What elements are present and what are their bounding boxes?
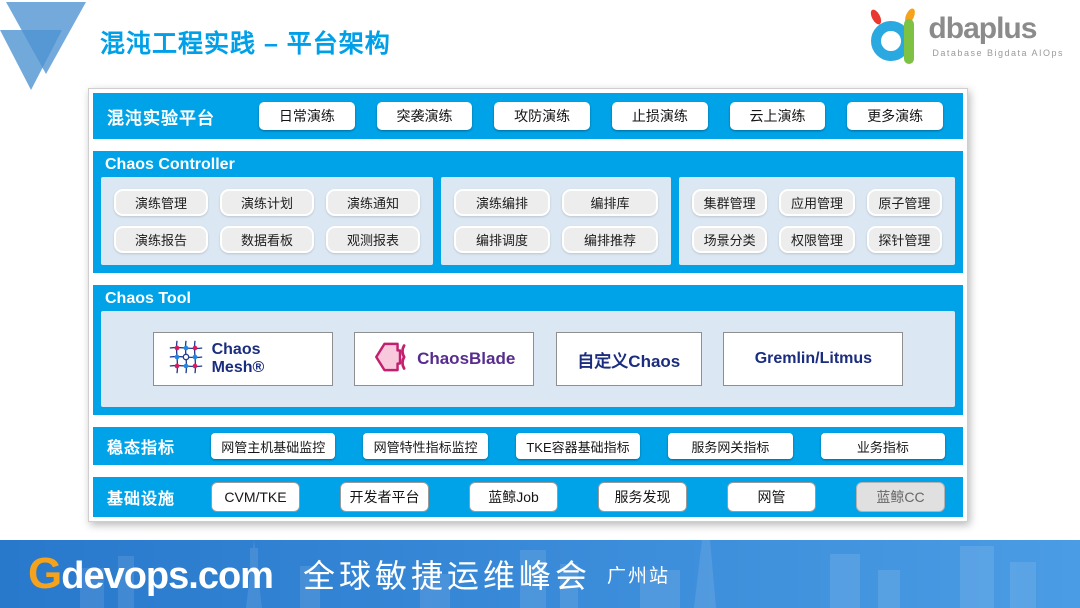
controller-chip: 演练编排 bbox=[454, 189, 550, 216]
controller-chip: 演练报告 bbox=[114, 226, 208, 253]
metrics-button: 服务网关指标 bbox=[668, 433, 793, 459]
controller-chip: 集群管理 bbox=[692, 189, 768, 216]
controller-chip: 场景分类 bbox=[692, 226, 768, 253]
gdevops-rest: devops bbox=[61, 555, 189, 597]
dbaplus-tagline: Database Bigdata AIOps bbox=[932, 48, 1064, 58]
chaos-tool-panel: Chaos Mesh® ChaosBlade 自定义Chaos Gremlin/… bbox=[101, 311, 955, 407]
chaos-tool-section: Chaos Tool Chaos Mesh® bbox=[93, 285, 963, 415]
controller-chip: 演练计划 bbox=[220, 189, 314, 216]
page-title: 混沌工程实践 – 平台架构 bbox=[100, 30, 391, 58]
city-skyline-art bbox=[80, 540, 1036, 608]
platform-button: 日常演练 bbox=[259, 102, 355, 130]
platform-row: 混沌实验平台 日常演练 突袭演练 攻防演练 止损演练 云上演练 更多演练 bbox=[93, 93, 963, 139]
chaosblade-icon bbox=[373, 340, 409, 379]
gdevops-dot-com: .com bbox=[188, 555, 274, 597]
controller-chip: 应用管理 bbox=[779, 189, 855, 216]
tool-gremlin-litmus: Gremlin/Litmus bbox=[723, 332, 904, 386]
metrics-button: 网管特性指标监控 bbox=[363, 433, 488, 459]
controller-chip: 探针管理 bbox=[866, 226, 942, 253]
platform-buttons: 日常演练 突袭演练 攻防演练 止损演练 云上演练 更多演练 bbox=[259, 102, 949, 130]
controller-chip: 编排库 bbox=[562, 189, 658, 216]
infra-row: 基础设施 CVM/TKE 开发者平台 蓝鲸Job 服务发现 网管 蓝鲸CC bbox=[93, 477, 963, 517]
chaos-controller-panels: 演练管理 演练计划 演练通知 演练报告 数据看板 观测报表 演练编排 编排库 编… bbox=[93, 177, 963, 273]
platform-button: 云上演练 bbox=[729, 102, 826, 130]
metrics-button: 网管主机基础监控 bbox=[211, 433, 336, 459]
controller-chip: 数据看板 bbox=[220, 226, 314, 253]
chaos-controller-title: Chaos Controller bbox=[105, 156, 235, 173]
infra-button: 网管 bbox=[727, 482, 816, 512]
platform-button: 止损演练 bbox=[612, 102, 708, 130]
tool-label: ChaosBlade bbox=[417, 349, 516, 368]
controller-chip: 编排调度 bbox=[454, 226, 550, 253]
infra-button: 开发者平台 bbox=[340, 482, 429, 512]
slide-header: 混沌工程实践 – 平台架构 dbaplus Database Bigdata A… bbox=[0, 0, 1080, 90]
platform-button: 攻防演练 bbox=[494, 102, 591, 130]
tool-label: Gremlin/Litmus bbox=[754, 350, 873, 367]
infra-button: 服务发现 bbox=[598, 482, 687, 512]
chaos-mesh-icon bbox=[168, 339, 204, 380]
metrics-button: 业务指标 bbox=[820, 433, 946, 459]
metrics-buttons: 网管主机基础监控 网管特性指标监控 TKE容器基础指标 服务网关指标 业务指标 bbox=[211, 433, 949, 459]
chaos-tool-title: Chaos Tool bbox=[105, 290, 191, 307]
tool-chaosblade: ChaosBlade bbox=[354, 332, 535, 386]
metrics-row: 稳态指标 网管主机基础监控 网管特性指标监控 TKE容器基础指标 服务网关指标 … bbox=[93, 427, 963, 465]
platform-row-label: 混沌实验平台 bbox=[107, 108, 215, 128]
infra-buttons: CVM/TKE 开发者平台 蓝鲸Job 服务发现 网管 蓝鲸CC bbox=[211, 482, 949, 512]
tool-custom-chaos: 自定义Chaos bbox=[555, 332, 702, 386]
tool-chaos-mesh: Chaos Mesh® bbox=[152, 332, 333, 386]
gdevops-g: G bbox=[28, 549, 62, 598]
controller-chip: 演练通知 bbox=[326, 189, 420, 216]
dbaplus-logo: dbaplus Database Bigdata AIOps bbox=[866, 6, 1064, 69]
controller-panel-orchestration: 演练编排 编排库 编排调度 编排推荐 bbox=[441, 177, 671, 265]
controller-chip: 编排推荐 bbox=[562, 226, 658, 253]
tool-label: 自定义Chaos bbox=[577, 351, 681, 371]
infra-button: CVM/TKE bbox=[211, 482, 300, 512]
platform-button: 突袭演练 bbox=[376, 102, 473, 130]
summit-slogan: 全球敏捷运维峰会 bbox=[302, 557, 591, 595]
summit-station: 广州站 bbox=[607, 564, 671, 587]
chaos-controller-section: Chaos Controller 演练管理 演练计划 演练通知 演练报告 数据看… bbox=[93, 151, 963, 273]
metrics-row-label: 稳态指标 bbox=[107, 440, 176, 457]
metrics-button: TKE容器基础指标 bbox=[515, 433, 641, 459]
controller-chip: 原子管理 bbox=[866, 189, 942, 216]
infra-button: 蓝鲸CC bbox=[856, 482, 945, 512]
controller-panel-management: 集群管理 应用管理 原子管理 场景分类 权限管理 探针管理 bbox=[679, 177, 955, 265]
controller-chip: 演练管理 bbox=[114, 189, 208, 216]
infra-row-label: 基础设施 bbox=[107, 491, 176, 508]
dbaplus-logo-icon bbox=[866, 6, 922, 69]
dbaplus-brand-name: dbaplus bbox=[928, 12, 1037, 45]
controller-chip: 权限管理 bbox=[779, 226, 855, 253]
controller-panel-exercise: 演练管理 演练计划 演练通知 演练报告 数据看板 观测报表 bbox=[101, 177, 433, 265]
infra-button: 蓝鲸Job bbox=[469, 482, 558, 512]
tool-label: Chaos Mesh® bbox=[211, 341, 265, 376]
controller-chip: 观测报表 bbox=[326, 226, 420, 253]
platform-button: 更多演练 bbox=[847, 102, 944, 130]
dbaplus-logo-text: dbaplus Database Bigdata AIOps bbox=[928, 12, 1064, 59]
architecture-board: 混沌实验平台 日常演练 突袭演练 攻防演练 止损演练 云上演练 更多演练 Cha… bbox=[88, 88, 968, 522]
